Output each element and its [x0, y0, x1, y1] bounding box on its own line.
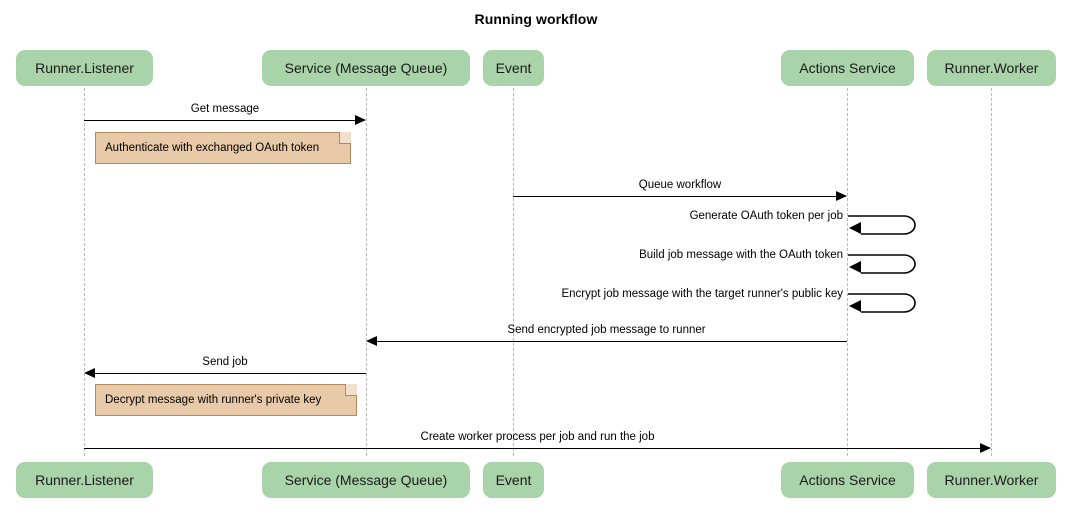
message-line-send-job	[95, 373, 366, 374]
lifeline-event	[513, 88, 514, 456]
self-message-build-job-message	[847, 251, 923, 277]
lifeline-service-mq	[366, 88, 367, 456]
note-text: Decrypt message with runner's private ke…	[105, 394, 322, 406]
message-label-generate-oauth-token: Generate OAuth token per job	[689, 210, 843, 222]
message-arrowhead-create-worker-process	[980, 443, 991, 453]
message-arrowhead-send-encrypted-job	[366, 336, 377, 346]
participant-runner-worker-top[interactable]: Runner.Worker	[927, 50, 1056, 86]
lifeline-runner-worker	[991, 88, 992, 456]
participant-actions-service-top[interactable]: Actions Service	[781, 50, 914, 86]
message-label-send-encrypted-job: Send encrypted job message to runner	[507, 324, 706, 336]
participant-event-bottom[interactable]: Event	[483, 462, 544, 498]
message-arrowhead-queue-workflow	[836, 191, 847, 201]
message-line-create-worker-process	[84, 448, 981, 449]
message-label-queue-workflow: Queue workflow	[638, 179, 722, 191]
participant-service-mq-bottom[interactable]: Service (Message Queue)	[262, 462, 470, 498]
note-authenticate: Authenticate with exchanged OAuth token	[95, 132, 351, 164]
message-arrowhead-send-job	[84, 368, 95, 378]
note-text: Authenticate with exchanged OAuth token	[105, 142, 320, 154]
participant-runner-listener-top[interactable]: Runner.Listener	[16, 50, 153, 86]
message-label-build-job-message: Build job message with the OAuth token	[639, 249, 843, 261]
message-label-encrypt-job-message: Encrypt job message with the target runn…	[561, 288, 843, 300]
self-message-encrypt-job-message	[847, 290, 923, 316]
note-decrypt: Decrypt message with runner's private ke…	[95, 384, 357, 416]
participant-actions-service-bottom[interactable]: Actions Service	[781, 462, 914, 498]
page-title: Running workflow	[474, 11, 598, 27]
self-message-generate-oauth-token	[847, 212, 923, 238]
message-arrowhead-get-message	[355, 115, 366, 125]
message-label-send-job: Send job	[202, 356, 248, 368]
note-fold-icon	[339, 132, 351, 144]
message-line-queue-workflow	[513, 196, 837, 197]
message-line-send-encrypted-job	[377, 341, 847, 342]
participant-event-top[interactable]: Event	[483, 50, 544, 86]
message-label-create-worker-process: Create worker process per job and run th…	[420, 431, 655, 443]
participant-service-mq-top[interactable]: Service (Message Queue)	[262, 50, 470, 86]
note-fold-icon	[345, 384, 357, 396]
message-line-get-message	[84, 120, 356, 121]
participant-runner-listener-bottom[interactable]: Runner.Listener	[16, 462, 153, 498]
lifeline-runner-listener	[84, 88, 85, 456]
message-label-get-message: Get message	[190, 103, 260, 115]
participant-runner-worker-bottom[interactable]: Runner.Worker	[927, 462, 1056, 498]
lifeline-actions-service	[847, 88, 848, 456]
